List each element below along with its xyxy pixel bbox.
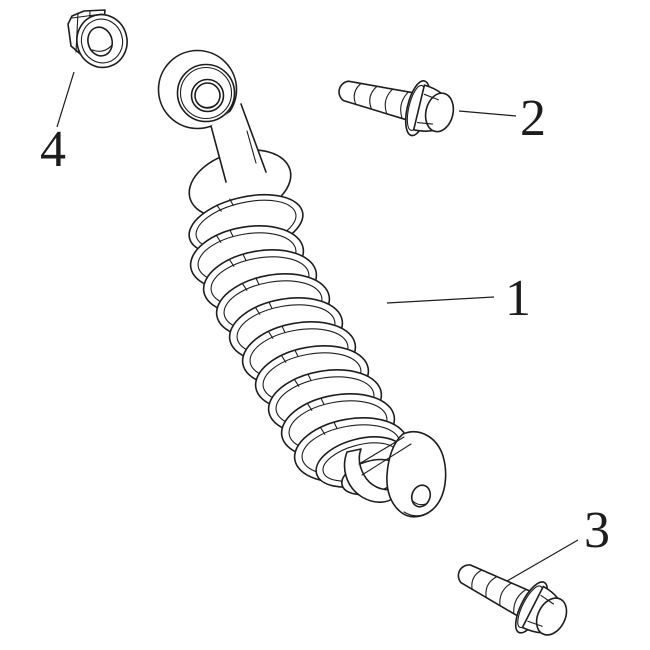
eyelet-bushing-inner-ring [179,66,233,120]
bolt-shank [338,80,416,121]
neck-fill [211,104,266,182]
leader-line-1 [386,296,495,304]
clevis-bolt-hole [410,484,432,508]
part-flange-nut [67,9,128,69]
bolt-shank [457,564,533,618]
eyelet-hole-highlight [197,103,218,109]
clevis-bottom-rim [403,508,434,517]
eyelet-bushing-ring [176,63,236,123]
leader-line-3 [506,539,579,582]
callout-label-2: 2 [520,90,546,147]
bolt-head-face [535,597,568,636]
nut-flange-rim [80,18,124,64]
bolt-hex-facets [527,594,554,627]
leader-line-4 [56,71,75,128]
bolt-hex-facets [416,93,439,125]
part-shock-absorber [157,49,447,518]
lower-clevis-mount [343,431,447,518]
callout-label-1: 1 [505,270,531,327]
piston-rod-neck [210,103,267,183]
nut-hole [87,26,114,57]
leader-line-2 [458,110,517,117]
nut-hole-highlight [91,45,113,52]
part-flange-bolt-lower [457,564,568,636]
bolt-thread-arcs [353,82,409,119]
upper-eyelet-mount [157,49,238,130]
bolt-thread-arcs [471,569,527,615]
callout-label-4: 4 [40,121,66,178]
part-flange-bolt-upper [338,80,455,137]
washer-notches [216,198,234,212]
clevis-fold-lines [358,436,412,476]
neck-fold-line [246,130,257,164]
callout-label-3: 3 [584,502,610,559]
bolt-head-face [424,92,455,133]
neck-edges [210,103,267,183]
nut-flange-face [76,13,128,69]
